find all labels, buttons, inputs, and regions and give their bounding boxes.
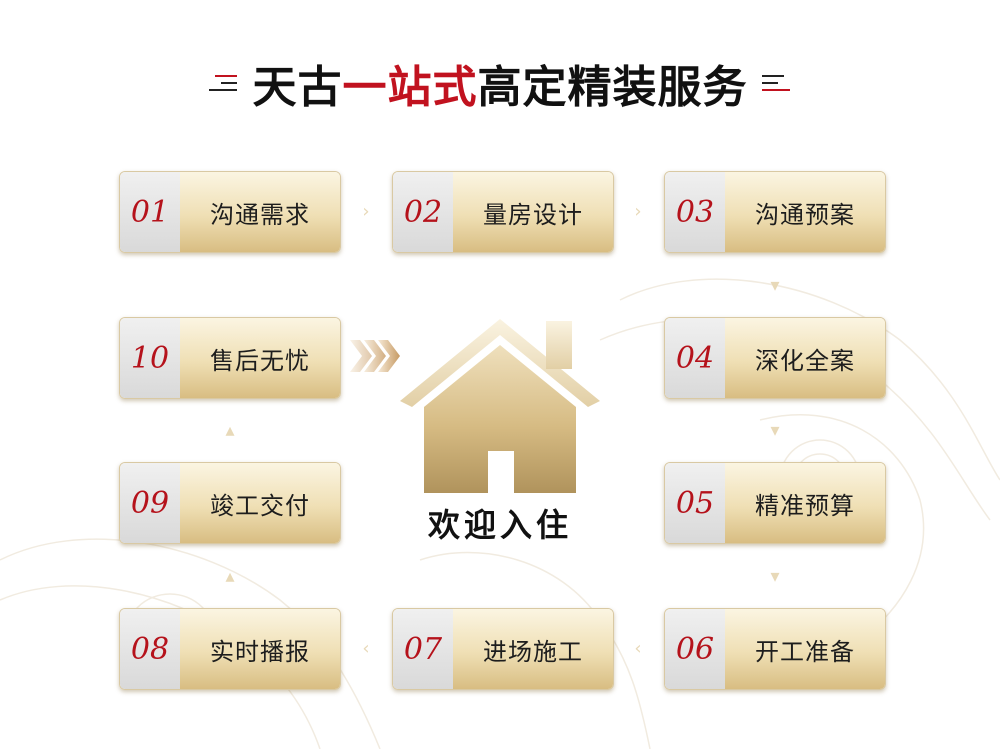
title-right-decoration [761,72,792,94]
step-label: 沟通预案 [725,172,885,252]
step-label: 深化全案 [725,318,885,398]
step-label: 量房设计 [453,172,613,252]
title-highlight: 一站式 [342,62,478,113]
step-card-09: 09 竣工交付 [119,462,341,544]
step-card-06: 06 开工准备 [664,608,886,690]
title-part2: 高定精装服务 [477,62,748,113]
step-card-07: 07 进场施工 [392,608,614,690]
step-number: 03 [665,172,725,252]
step-number: 05 [665,463,725,543]
step-card-01: 01 沟通需求 [119,171,341,253]
arrow-down-icon: ▾ [770,420,780,441]
arrow-up-icon: ▴ [225,420,235,441]
step-number: 04 [665,318,725,398]
step-number: 06 [665,609,725,689]
step-card-08: 08 实时播报 [119,608,341,690]
step-number: 07 [393,609,453,689]
chevron-right-icon [350,340,400,372]
step-label: 精准预算 [725,463,885,543]
step-card-02: 02 量房设计 [392,171,614,253]
arrow-up-icon: ▴ [225,566,235,587]
step-number: 02 [393,172,453,252]
title-left-decoration [208,72,239,94]
step-label: 售后无忧 [180,318,340,398]
page-title: 天古一站式高定精装服务 [253,51,748,115]
arrow-right-icon: › [634,201,642,222]
house-icon [400,319,600,493]
step-card-03: 03 沟通预案 [664,171,886,253]
arrow-left-icon: ‹ [634,638,642,659]
arrow-left-icon: ‹ [362,638,370,659]
step-label: 进场施工 [453,609,613,689]
step-label: 实时播报 [180,609,340,689]
title-bar: 天古一站式高定精装服务 [0,48,1000,118]
step-number: 10 [120,318,180,398]
arrow-down-icon: ▾ [770,566,780,587]
step-label: 竣工交付 [180,463,340,543]
step-card-10: 10 售后无忧 [119,317,341,399]
welcome-text: 欢迎入住 [427,506,572,544]
title-part1: 天古 [252,62,343,113]
arrow-down-icon: ▾ [770,275,780,296]
step-number: 08 [120,609,180,689]
step-number: 09 [120,463,180,543]
step-label: 开工准备 [725,609,885,689]
arrow-right-icon: › [362,201,370,222]
step-number: 01 [120,172,180,252]
step-card-05: 05 精准预算 [664,462,886,544]
step-label: 沟通需求 [180,172,340,252]
step-card-04: 04 深化全案 [664,317,886,399]
